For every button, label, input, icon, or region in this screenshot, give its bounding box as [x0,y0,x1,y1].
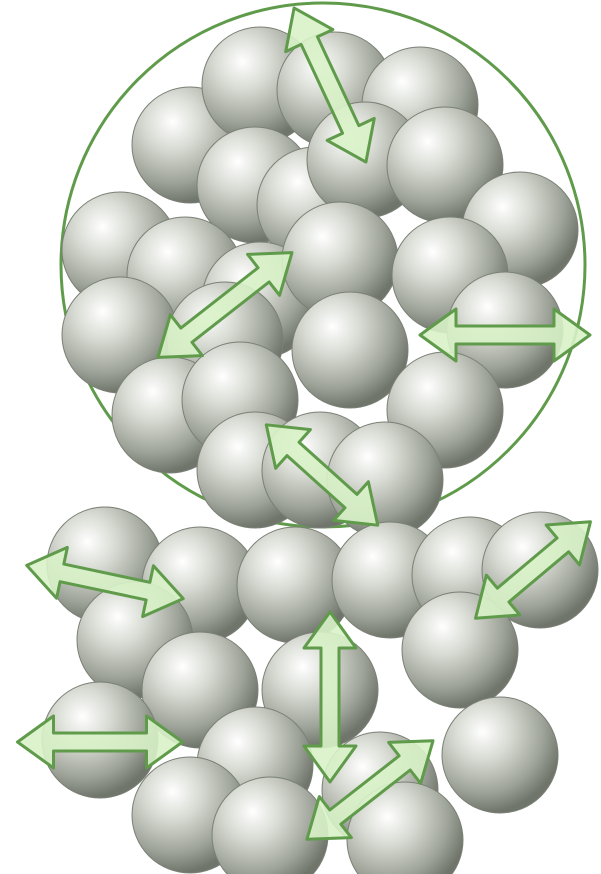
sphere-icon [442,697,558,813]
